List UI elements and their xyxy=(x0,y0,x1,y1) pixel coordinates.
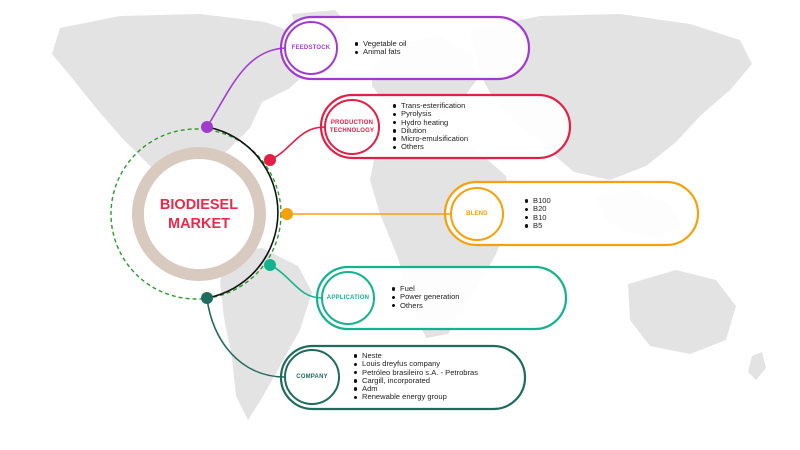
list-item: Trans-esterification xyxy=(392,101,468,110)
node-production-technology xyxy=(264,154,276,166)
list-item: B5 xyxy=(524,221,551,230)
segment-blend-list: B100 B20 B10 B5 xyxy=(524,196,551,230)
list-item: Petróleo brasileiro s.A. - Petrobras xyxy=(353,368,478,377)
list-item: Adm xyxy=(353,384,478,393)
center-title: BIODIESEL MARKET xyxy=(140,196,258,234)
map-south-america xyxy=(220,248,312,420)
segment-feedstock-label-line: FEEDSTOCK xyxy=(291,45,331,51)
center-title-line-1: BIODIESEL xyxy=(159,197,239,213)
hub-beige-ring xyxy=(132,147,266,281)
list-item: Louis dreyfus company xyxy=(353,359,478,368)
segment-production-technology-label-line-1: PRODUCTION xyxy=(330,120,374,126)
list-item: Fuel xyxy=(391,284,460,293)
list-item: B10 xyxy=(524,213,551,222)
list-item: B20 xyxy=(524,204,551,213)
connector-production-technology xyxy=(269,126,326,161)
central-hub xyxy=(110,128,282,300)
connector-feedstock xyxy=(206,47,286,128)
connector-arc xyxy=(206,126,279,299)
segment-application-list: Fuel Power generation Others xyxy=(391,284,460,310)
segment-blend-label: BLEND xyxy=(442,210,512,218)
segment-company-list: Neste Louis dreyfus company Petróleo bra… xyxy=(353,351,478,402)
list-item: Neste xyxy=(353,351,478,360)
map-north-america xyxy=(52,14,318,180)
center-title-line-2: MARKET xyxy=(167,216,231,232)
list-item: Others xyxy=(391,301,460,310)
list-item: Dilution xyxy=(392,126,468,135)
list-item: Animal fats xyxy=(354,47,407,56)
segment-company-label-line: COMPANY xyxy=(296,374,328,380)
connector-application xyxy=(269,264,323,299)
segment-application-label: APPLICATION xyxy=(313,294,383,302)
segment-production-technology-label: PRODUCTION TECHNOLOGY xyxy=(317,119,387,135)
segment-blend-label-line: BLEND xyxy=(466,211,488,217)
segment-production-technology-list: Trans-esterification Pyrolysis Hydro hea… xyxy=(392,101,468,152)
connector-company xyxy=(206,297,286,378)
segment-feedstock-list: Vegetable oil Animal fats xyxy=(354,39,407,57)
segment-blend-box xyxy=(443,180,700,247)
segment-application-box xyxy=(315,265,568,331)
segment-feedstock-label: FEEDSTOCK xyxy=(276,44,346,52)
list-item: Others xyxy=(392,143,468,151)
node-feedstock xyxy=(201,121,213,133)
list-item: Hydro heating xyxy=(392,118,468,127)
list-item: Micro-emulsification xyxy=(392,134,468,143)
map-australia xyxy=(628,270,736,354)
list-item: Power generation xyxy=(391,292,460,301)
segment-application-label-line: APPLICATION xyxy=(326,295,370,301)
node-blend xyxy=(281,208,293,220)
list-item: Renewable energy group xyxy=(353,393,478,401)
node-company xyxy=(201,292,213,304)
segment-company-label: COMPANY xyxy=(277,373,347,381)
list-item: Cargill, incorporated xyxy=(353,376,478,385)
segment-production-technology-label-line-2: TECHNOLOGY xyxy=(329,128,375,134)
list-item: Pyrolysis xyxy=(392,109,468,118)
segment-feedstock-box xyxy=(279,15,531,81)
segment-production-technology-box xyxy=(319,93,572,160)
node-application xyxy=(264,259,276,271)
list-item: Vegetable oil xyxy=(354,39,407,48)
map-new-zealand xyxy=(748,352,766,380)
hub-center-disc xyxy=(144,159,254,269)
list-item: B100 xyxy=(524,196,551,205)
